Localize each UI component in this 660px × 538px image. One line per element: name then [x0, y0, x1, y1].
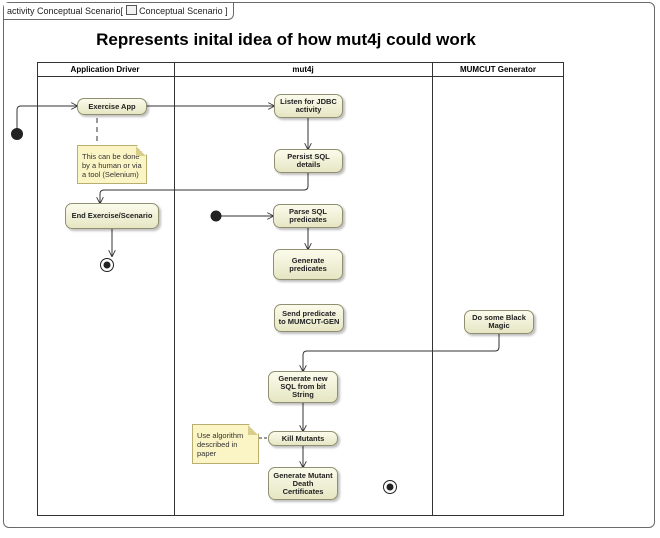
diagram-icon	[126, 5, 138, 15]
action-generate-new-sql[interactable]: Generate new SQL from bit String	[268, 371, 338, 403]
lane-header-mut4j: mut4j	[292, 65, 313, 74]
flow-magic-to-generate-sql	[303, 334, 500, 371]
frame-tab[interactable]: activity Conceptual Scenario[ Conceptual …	[4, 3, 234, 20]
frame-tab-text: activity Conceptual Scenario[	[7, 6, 124, 16]
action-end-exercise-scenario[interactable]: End Exercise/Scenario	[65, 203, 159, 229]
final-node-2[interactable]	[383, 480, 397, 494]
action-send-predicate[interactable]: Send predicate to MUMCUT-GEN	[274, 304, 344, 332]
action-kill-mutants[interactable]: Kill Mutants	[268, 431, 338, 446]
frame-tab-link[interactable]: Conceptual Scenario	[139, 6, 223, 16]
comment-note-algorithm: Use algorithm described in paper	[192, 424, 259, 464]
action-exercise-app[interactable]: Exercise App	[77, 98, 147, 115]
initial-node-2[interactable]	[210, 210, 222, 222]
action-listen-for-jdbc-activity[interactable]: Listen for JDBC activity	[274, 94, 343, 118]
initial-node-1[interactable]	[11, 128, 23, 140]
final-node-1[interactable]	[100, 258, 114, 272]
flow-start-to-exercise	[16, 106, 77, 134]
diagram-frame: activity Conceptual Scenario[ Conceptual …	[3, 2, 655, 528]
action-generate-mutant-death-certificates[interactable]: Generate Mutant Death Certificates	[268, 467, 338, 500]
action-persist-sql-details[interactable]: Persist SQL details	[274, 149, 343, 173]
flow-persist-to-end	[100, 173, 309, 203]
swimlane-grid	[37, 62, 564, 516]
comment-note-human-or-tool: This can be done by a human or via a too…	[77, 145, 147, 184]
lane-header-application-driver: Application Driver	[71, 65, 140, 74]
action-parse-sql-predicates[interactable]: Parse SQL predicates	[273, 204, 343, 228]
action-do-some-black-magic[interactable]: Do some Black Magic	[464, 310, 534, 334]
lane-header-mumcut-generator: MUMCUT Generator	[460, 65, 536, 74]
diagram-title: Represents inital idea of how mut4j coul…	[96, 30, 476, 49]
action-generate-predicates[interactable]: Generate predicates	[273, 249, 343, 280]
